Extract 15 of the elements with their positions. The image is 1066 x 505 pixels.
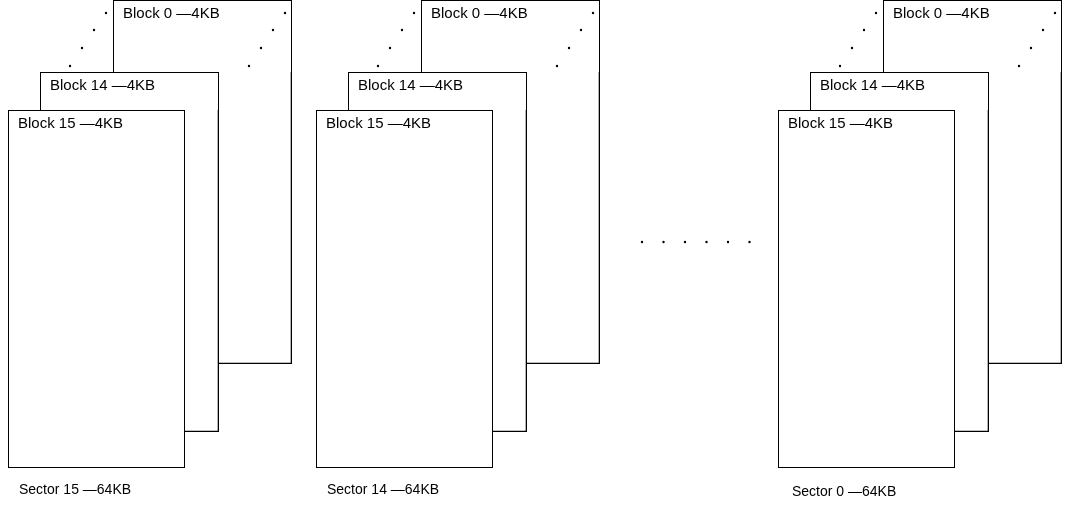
memory-block-box <box>8 110 185 468</box>
block-label: Block 15 —4KB <box>326 114 432 131</box>
block-label: Block 14 —4KB <box>820 76 926 93</box>
sector-label: Sector 0 —64KB <box>792 483 897 499</box>
block-label: Block 15 —4KB <box>788 114 894 131</box>
block-label: Block 14 —4KB <box>358 76 464 93</box>
sector-label: Sector 15 —64KB <box>19 481 132 497</box>
memory-block-box <box>316 110 493 468</box>
sector-label: Sector 14 —64KB <box>327 481 440 497</box>
block-label: Block 0 —4KB <box>123 4 220 21</box>
memory-block-box <box>778 110 955 468</box>
block-label: Block 0 —4KB <box>893 4 990 21</box>
block-label: Block 15 —4KB <box>18 114 124 131</box>
block-label: Block 0 —4KB <box>431 4 528 21</box>
block-label: Block 14 —4KB <box>50 76 156 93</box>
